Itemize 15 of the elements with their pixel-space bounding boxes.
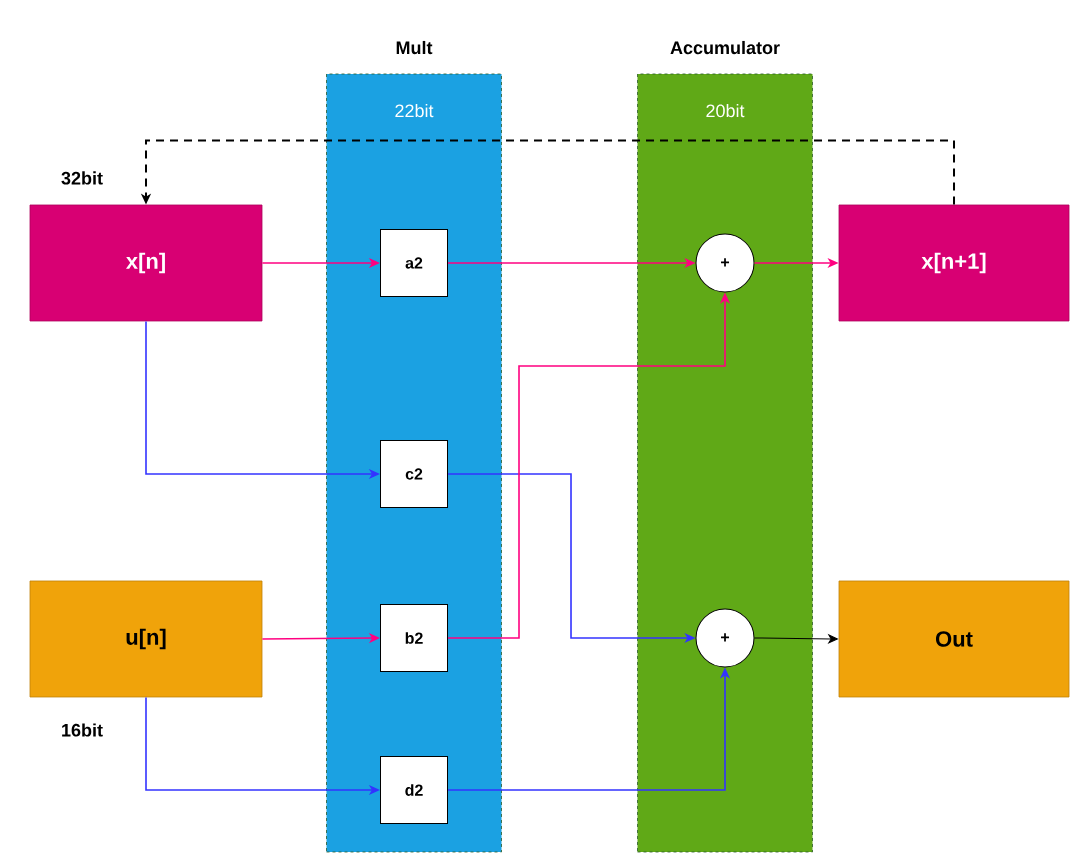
bit-width-label: 32bit xyxy=(61,171,103,185)
coefficient-box: c2 xyxy=(380,440,448,508)
signal-box: x[n] xyxy=(29,204,263,322)
signal-box: x[n+1] xyxy=(838,204,1070,322)
stage-heading: Mult xyxy=(396,40,433,55)
bit-width-label: 22bit xyxy=(395,103,434,118)
coefficient-box: b2 xyxy=(380,604,448,672)
signal-box: u[n] xyxy=(29,580,263,698)
arrow xyxy=(754,634,838,644)
bit-width-label: 20bit xyxy=(706,103,745,118)
bit-width-label: 16bit xyxy=(62,723,103,737)
coefficient-box: a2 xyxy=(380,229,448,297)
coefficient-box: d2 xyxy=(380,756,448,824)
stage-heading: Accumulator xyxy=(670,40,780,55)
signal-box: Out xyxy=(838,580,1070,698)
